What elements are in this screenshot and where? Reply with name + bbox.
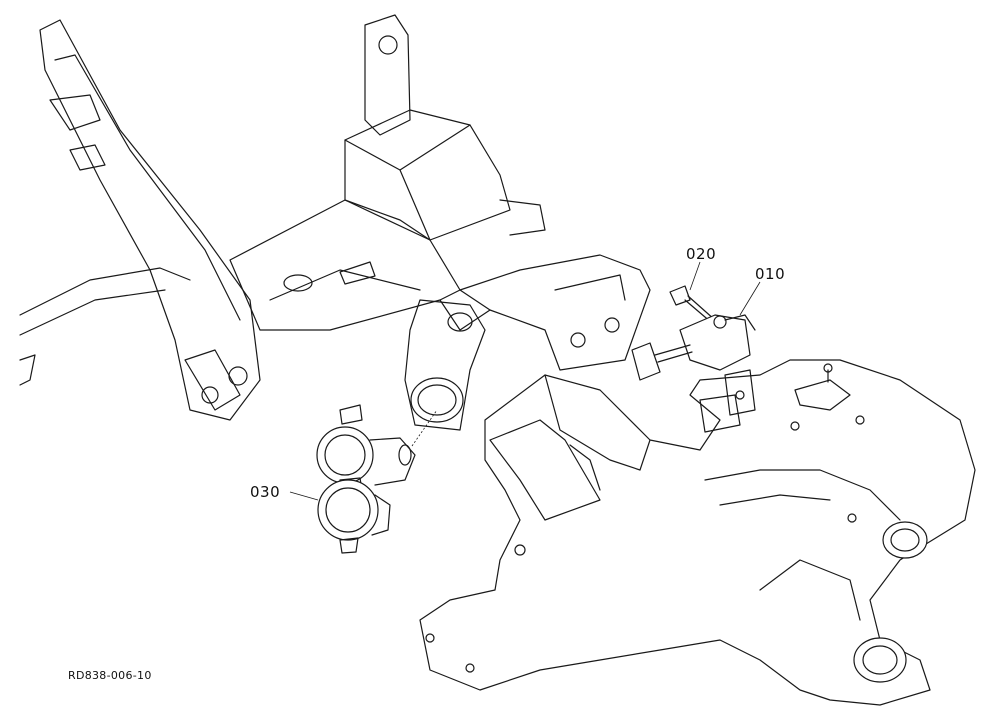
callout-010: 010 (755, 265, 786, 283)
part-030-bushing (289, 404, 438, 554)
floor-plate (19, 267, 191, 386)
part-020-bolt (669, 261, 716, 324)
lower-frame (419, 359, 976, 706)
callout-030: 030 (250, 483, 281, 501)
callout-020: 020 (686, 245, 717, 263)
upper-bracket (229, 14, 651, 371)
pedal-arm (39, 19, 261, 421)
hub-bracket (404, 299, 486, 431)
part-010-switch (631, 281, 761, 381)
drawing-code: RD838-006-10 (68, 669, 152, 682)
